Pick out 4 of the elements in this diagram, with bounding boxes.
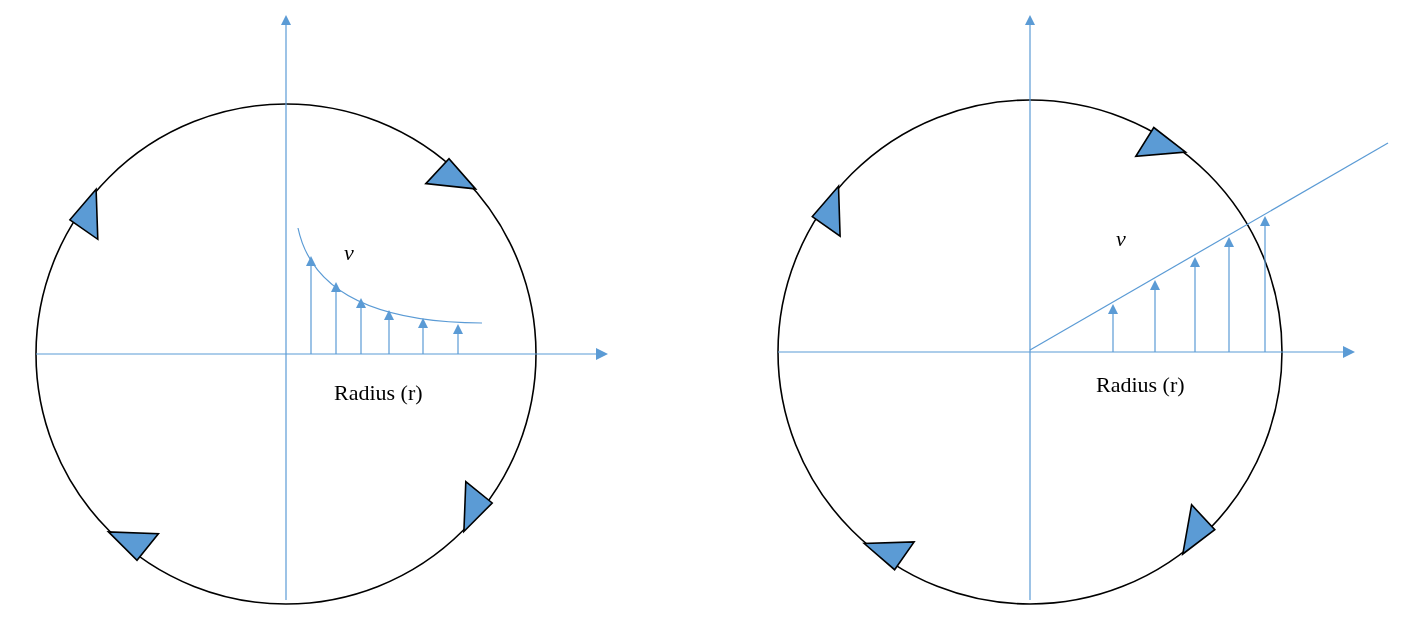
axis-label: Radius (r)	[1096, 372, 1185, 398]
velocity-label: v	[1116, 226, 1126, 252]
velocity-label: v	[344, 240, 354, 266]
axis-label: Radius (r)	[334, 380, 423, 406]
